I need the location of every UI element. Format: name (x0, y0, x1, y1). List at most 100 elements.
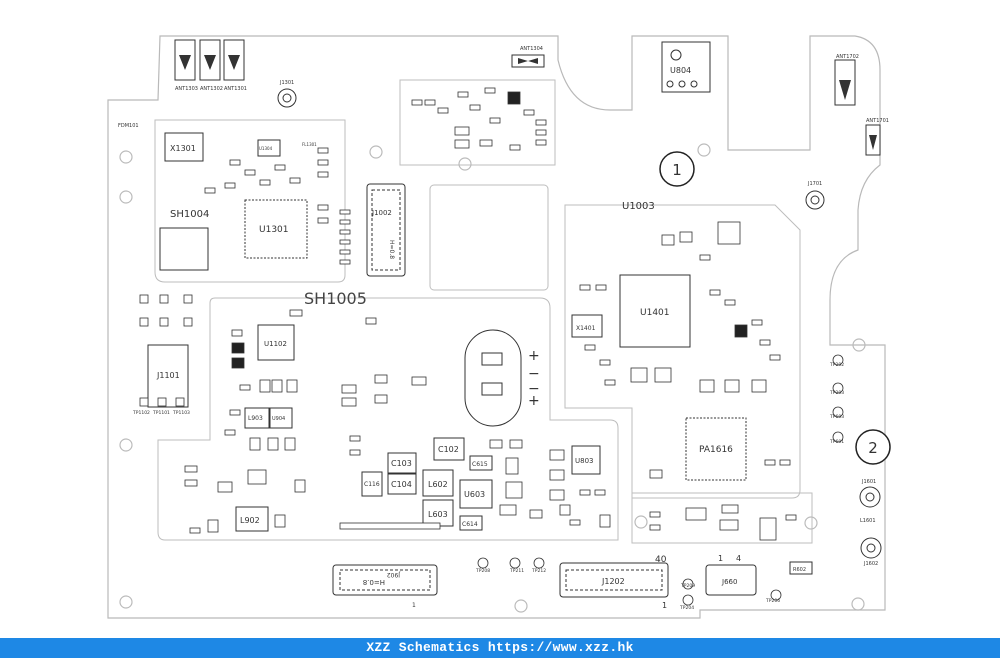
label-j1602: J1602 (863, 561, 878, 567)
label-u603: U603 (464, 490, 485, 499)
zone-marker-1 (659, 151, 695, 187)
battery-mark-plus-bottom: + (528, 393, 540, 409)
capacitor-c116 (361, 471, 383, 497)
mount-hole (852, 338, 866, 352)
shield-sh1004 (154, 119, 346, 283)
watermark-text: XZZ Schematics https://www.xzz.hk (366, 640, 634, 655)
zone-marker-1-label: 1 (672, 161, 682, 179)
mount-hole (119, 150, 133, 164)
chip-pa1616 (685, 417, 747, 481)
label-c116: C116 (364, 481, 380, 488)
mount-hole (697, 143, 711, 157)
label-j1002: J1002 (371, 209, 392, 217)
label-u904: U904 (272, 416, 285, 422)
label-x1401: X1401 (576, 325, 596, 332)
capacitor-c102 (433, 437, 465, 461)
shield-u1003 (564, 204, 801, 499)
label-c102: C102 (438, 445, 459, 454)
label-j1301: J1301 (279, 80, 294, 86)
antenna-group-top-left (174, 39, 245, 81)
capacitor-c104 (387, 473, 417, 495)
mount-hole (119, 438, 133, 452)
label-j1002-height: H=0.8 (388, 240, 395, 259)
battery-mark-minus-bottom: − (528, 381, 540, 397)
label-j1202-pin1: 1 (662, 601, 667, 610)
test-point-label: TP1102 (132, 410, 150, 416)
label-ant1302: ANT1302 (200, 86, 223, 92)
small-parts-rf (411, 87, 547, 151)
label-u804: U804 (670, 66, 691, 75)
board-outline (107, 35, 886, 619)
capacitor-c615 (469, 455, 493, 471)
mount-hole (634, 515, 648, 529)
battery-holder (464, 329, 522, 427)
label-j1202-pin40: 40 (655, 555, 667, 565)
label-u1102: U1102 (264, 340, 287, 348)
connector-j902 (332, 564, 438, 596)
crystal-x1401 (571, 314, 603, 338)
chip-u603 (459, 479, 493, 509)
label-j1701: J1701 (807, 181, 822, 187)
test-point-label: TP1103 (172, 410, 190, 416)
label-u1301: U1301 (259, 225, 289, 235)
label-u1401: U1401 (640, 308, 670, 318)
label-j660: J660 (721, 578, 737, 586)
small-parts-sh1004 (204, 147, 351, 265)
test-point-label: TP208 (475, 568, 490, 574)
chip-u803 (571, 445, 601, 475)
chip-u1102 (257, 324, 295, 361)
label-r602: R602 (793, 567, 806, 573)
label-pa1616: PA1616 (699, 445, 733, 455)
label-ant1702: ANT1702 (836, 54, 859, 60)
label-fdm101: FDM101 (118, 123, 139, 129)
label-j902-height: H=0.8 (363, 578, 385, 586)
inductor-l902 (235, 506, 269, 532)
label-j1601: J1601 (861, 479, 876, 485)
mount-hole (369, 145, 383, 159)
mount-hole (119, 190, 133, 204)
label-l1601: L1601 (860, 518, 876, 524)
label-l903: L903 (248, 415, 263, 422)
connector-j1202 (559, 562, 669, 598)
label-j902: J902 (387, 571, 401, 578)
watermark-footer: XZZ Schematics https://www.xzz.hk (0, 638, 1000, 658)
shield-label-sh1004: SH1004 (170, 209, 209, 220)
battery-mark-plus-top: + (528, 348, 540, 364)
connector-j1101 (147, 344, 189, 408)
connector-j660 (705, 564, 757, 596)
test-point-label: TP206 (765, 598, 780, 604)
label-c103: C103 (391, 459, 412, 468)
label-u803: U803 (575, 457, 593, 465)
label-ant1304: ANT1304 (520, 46, 543, 52)
test-point-label: TP603 (829, 414, 844, 420)
inductor-l602 (422, 469, 454, 497)
label-j902-pin1: 1 (412, 602, 416, 609)
label-x1301: X1301 (170, 144, 196, 153)
label-l902: L902 (240, 516, 260, 525)
shield-label-u1003: U1003 (622, 201, 655, 212)
zone-marker-2-label: 2 (868, 439, 878, 457)
mount-hole (851, 597, 865, 611)
test-point-label: TP209 (680, 583, 695, 589)
test-points (477, 354, 844, 606)
shield-lower-right (631, 492, 813, 544)
label-c104: C104 (391, 480, 412, 489)
mount-hole (458, 157, 472, 171)
shield-label-sh1005: SH1005 (304, 289, 367, 308)
mount-hole (804, 516, 818, 530)
component-r602 (789, 561, 813, 575)
zone-marker-2 (855, 429, 891, 465)
rf-shield-top (399, 79, 556, 166)
label-c614: C614 (462, 521, 478, 528)
connector-j1001 (159, 227, 209, 271)
chip-u1304 (257, 139, 281, 157)
label-j1202: J1202 (601, 577, 625, 586)
test-point-label: TP203 (829, 390, 844, 396)
label-l603: L603 (428, 510, 448, 519)
label-l602: L602 (428, 480, 448, 489)
small-parts-left-edge (139, 294, 193, 407)
test-point-label: TP1101 (152, 410, 170, 416)
label-j660-pin1: 1 (718, 554, 723, 563)
mount-hole (119, 595, 133, 609)
chip-u1301 (244, 199, 308, 259)
